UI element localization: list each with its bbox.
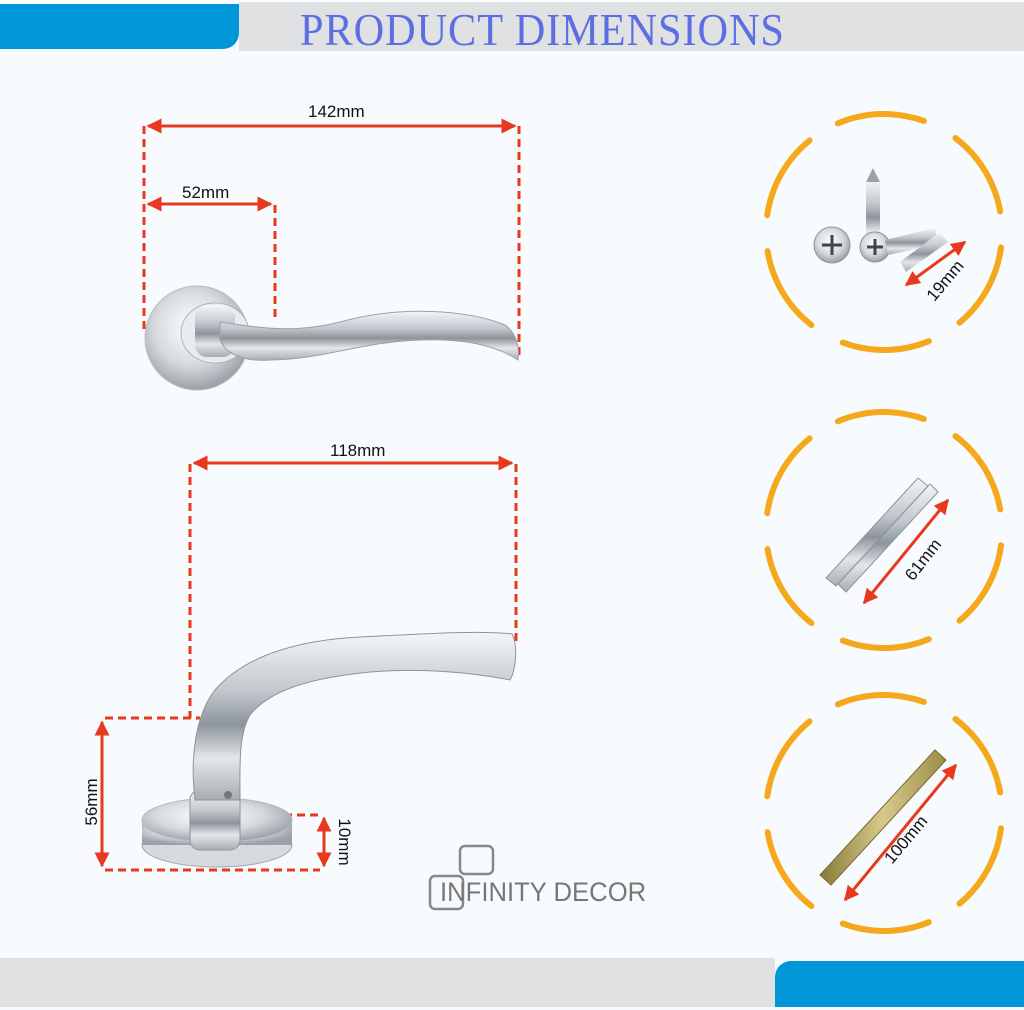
footer-bar [0, 958, 775, 1007]
bolts-image [825, 477, 950, 605]
screws-image [813, 168, 967, 287]
header-accent [0, 4, 239, 49]
spindle-image [819, 749, 958, 902]
side-view-dimensions [94, 455, 518, 872]
page-title: PRODUCT DIMENSIONS [300, 4, 785, 55]
header-bar [239, 2, 1024, 51]
top-view-dimensions [142, 118, 521, 355]
accessory-ring-screws [763, 110, 1005, 353]
rose-to-lever-label: 52mm [182, 183, 230, 202]
accessory-ring-spindle [763, 692, 1005, 934]
overall-length-label: 142mm [308, 102, 365, 121]
lever-length-label: 118mm [330, 441, 386, 460]
footer-accent [775, 961, 1024, 1007]
handle-top-view [144, 285, 519, 391]
handle-side-view [141, 631, 517, 868]
height-label: 56mm [82, 778, 101, 826]
brand-name: INFINITY DECOR [440, 877, 647, 907]
brand-logo-icon [428, 844, 495, 911]
rose-thickness-label: 10mm [335, 818, 354, 866]
accessory-ring-bolts [763, 409, 1005, 651]
